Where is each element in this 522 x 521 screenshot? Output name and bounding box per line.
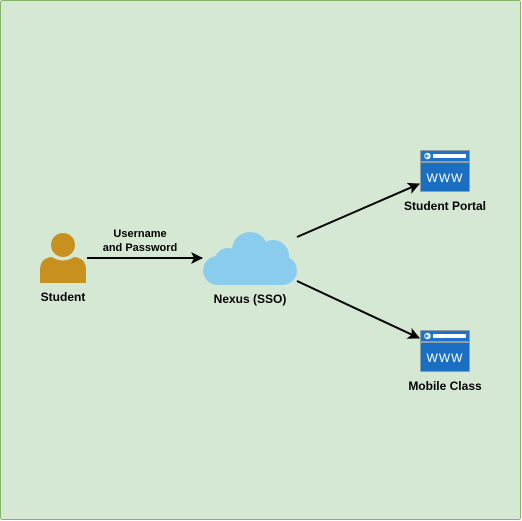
credentials-label-line1: Username	[113, 228, 166, 240]
student-label: Student	[41, 290, 86, 304]
person-icon	[40, 233, 86, 283]
arrow-sso-to-mobile	[296, 280, 420, 339]
www-text: WWW	[427, 351, 464, 365]
student-node[interactable]: Student	[40, 233, 86, 304]
credentials-label-line2: and Password	[103, 242, 178, 254]
student-portal-label: Student Portal	[404, 199, 486, 213]
www-text: WWW	[427, 171, 464, 185]
browser-www-icon: WWW	[420, 330, 470, 372]
mobile-class-node[interactable]: WWW Mobile Class	[408, 330, 482, 393]
cloud-icon	[203, 232, 297, 285]
sso-label: Nexus (SSO)	[214, 292, 287, 306]
student-portal-node[interactable]: WWW Student Portal	[404, 150, 486, 213]
edge-student-to-sso: Username and Password	[87, 228, 203, 264]
sso-node[interactable]: Nexus (SSO)	[203, 232, 297, 306]
browser-www-icon: WWW	[420, 150, 470, 192]
arrow-sso-to-portal	[296, 182, 420, 238]
mobile-class-label: Mobile Class	[408, 379, 482, 393]
